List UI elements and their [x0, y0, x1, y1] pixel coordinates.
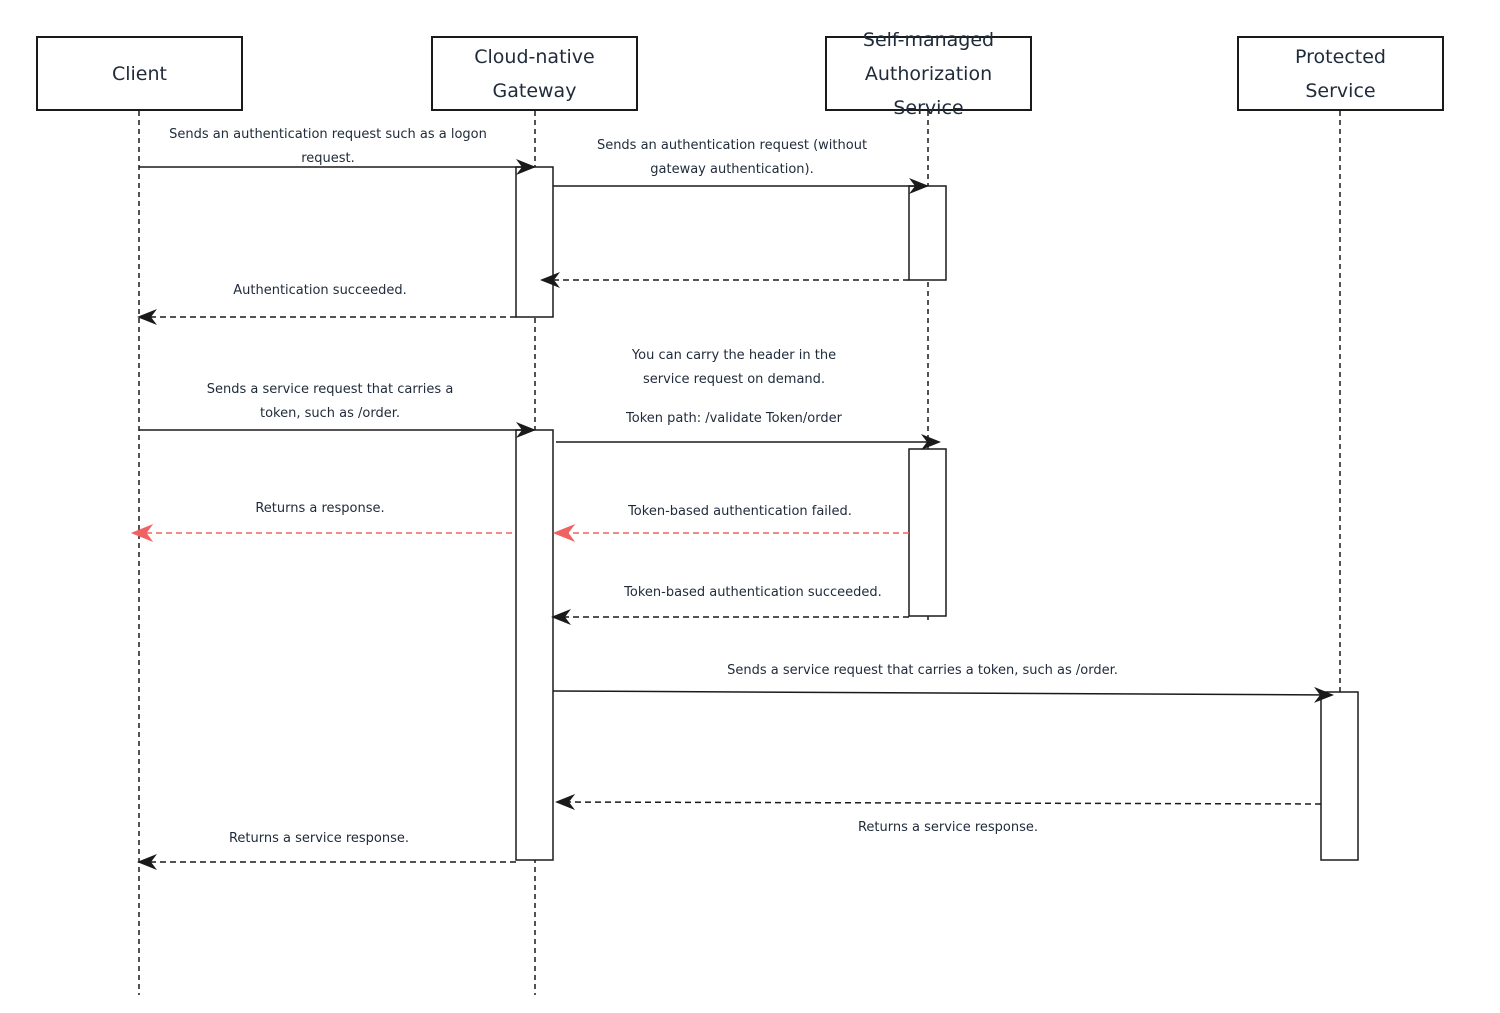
label-carry-header-line-2: service request on demand.	[642, 372, 826, 387]
label-carry-header-line-1: You can carry the header in the	[631, 348, 837, 363]
participant-gateway-line-2: Gateway	[492, 79, 577, 102]
participant-client-line-1: Client	[111, 62, 167, 85]
activation-gateway-2	[515, 429, 554, 861]
activation-gateway-1	[515, 166, 554, 318]
activation-protected	[1320, 691, 1359, 861]
participant-protected-line-2: Service	[1305, 79, 1376, 102]
label-token-auth-failed-line-1: Token-based authentication failed.	[628, 504, 852, 519]
participant-self-managed-authorization-service: Self-managed Authorization Service	[825, 29, 1032, 119]
label-auth-forward-line-2: gateway authentication).	[650, 162, 814, 177]
label-forward-to-protected-line-1: Sends a service request that carries a t…	[727, 663, 1118, 678]
participant-auth-line-1: Self-managed	[862, 28, 995, 51]
participant-auth-line-2: Authorization Service	[864, 62, 993, 119]
label-protected-response: Returns a service response.	[820, 816, 1076, 840]
arrow-forward-to-protected	[552, 686, 1334, 703]
participant-client: Client	[36, 36, 243, 111]
label-service-request-line-1: Sends a service request that carries a	[206, 382, 454, 397]
label-forward-to-protected: Sends a service request that carries a t…	[700, 659, 1145, 683]
label-protected-response-line-1: Returns a service response.	[857, 820, 1039, 835]
label-returns-response: Returns a response.	[200, 497, 440, 521]
participant-protected-line-1: Protected	[1295, 45, 1386, 68]
label-auth-forward: Sends an authentication request (without…	[572, 134, 892, 182]
label-service-request: Sends a service request that carries a t…	[170, 378, 490, 426]
participant-protected-service: Protected Service	[1237, 36, 1444, 111]
label-auth-request-line-2: request.	[301, 151, 355, 166]
label-token-auth-failed: Token-based authentication failed.	[600, 500, 880, 524]
label-service-request-line-2: token, such as /order.	[259, 406, 400, 421]
label-service-response-to-client-line-1: Returns a service response.	[228, 831, 410, 846]
label-token-path: Token path: /validate Token/order	[584, 407, 884, 431]
label-auth-succeeded: Authentication succeeded.	[170, 279, 470, 303]
label-auth-succeeded-line-1: Authentication succeeded.	[233, 283, 407, 298]
label-auth-forward-line-1: Sends an authentication request (without	[596, 138, 868, 153]
label-auth-request: Sends an authentication request such as …	[150, 123, 506, 171]
label-auth-request-line-1: Sends an authentication request such as …	[169, 127, 487, 142]
arrow-protected-response	[555, 794, 1322, 811]
label-service-response-to-client: Returns a service response.	[190, 827, 448, 851]
label-token-auth-succeeded-line-1: Token-based authentication succeeded.	[624, 585, 882, 600]
label-carry-header: You can carry the header in the service …	[584, 344, 884, 392]
participant-cloud-native-gateway: Cloud-native Gateway	[431, 36, 638, 111]
label-token-auth-succeeded: Token-based authentication succeeded.	[590, 581, 916, 605]
activation-auth-1	[908, 185, 947, 281]
label-token-path-line-1: Token path: /validate Token/order	[626, 411, 842, 426]
participant-gateway-line-1: Cloud-native	[474, 45, 595, 68]
label-returns-response-line-1: Returns a response.	[255, 501, 385, 516]
